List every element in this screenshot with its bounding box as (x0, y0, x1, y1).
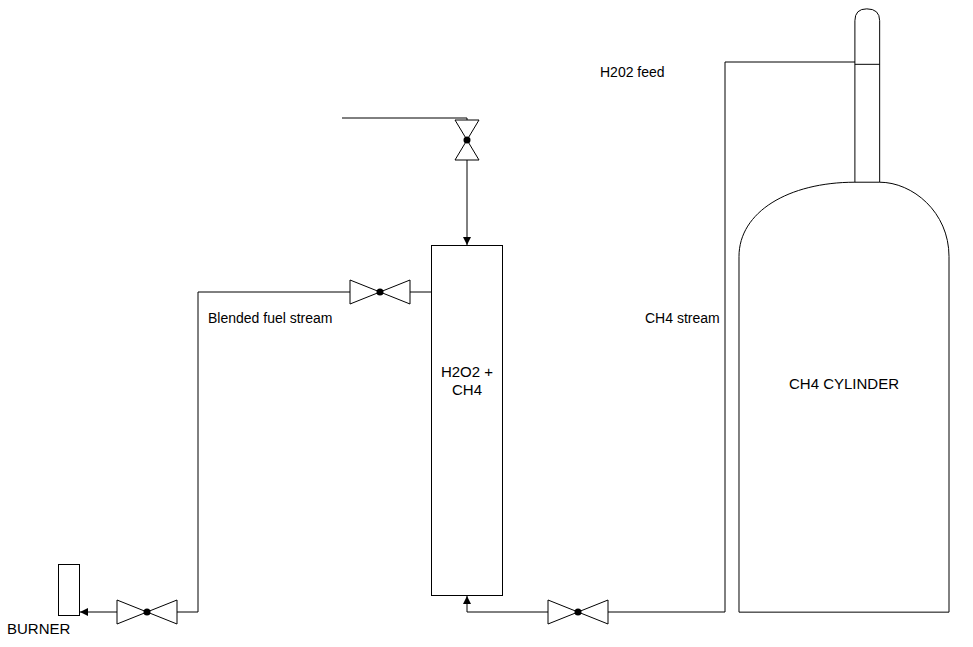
valve-symbol (548, 600, 608, 624)
valve-dot (144, 609, 151, 616)
cylinder-outline (739, 9, 949, 612)
burner: BURNER (58, 564, 80, 616)
valve-symbol (548, 600, 608, 624)
gas-cylinder: CH4 CYLINDER (738, 6, 950, 615)
feed-pipe (467, 160, 468, 245)
pipe-connector (467, 62, 855, 612)
valve-dot (464, 137, 471, 144)
stream-label: Blended fuel stream (206, 310, 335, 327)
equipment-label: BURNER (3, 620, 74, 638)
equipment-name: CH4 CYLINDER (738, 375, 950, 393)
valve-symbol (455, 120, 479, 160)
feed-label: H202 feed (598, 64, 667, 81)
valve-symbol (350, 280, 410, 304)
feed-pipe (342, 118, 467, 120)
mixing-column: H2O2 + CH4 (431, 245, 503, 596)
equipment-name: H2O2 + CH4 (432, 363, 502, 399)
valve-dot (575, 609, 582, 616)
valve-dot (377, 289, 384, 296)
cylinder-outline (738, 6, 950, 615)
valve-symbol (117, 600, 177, 624)
valve-symbol (117, 600, 177, 624)
pipe-connector (80, 292, 431, 612)
valve-symbol (350, 280, 410, 304)
valve-symbol (455, 120, 479, 160)
stream-label: CH4 stream (643, 310, 722, 327)
